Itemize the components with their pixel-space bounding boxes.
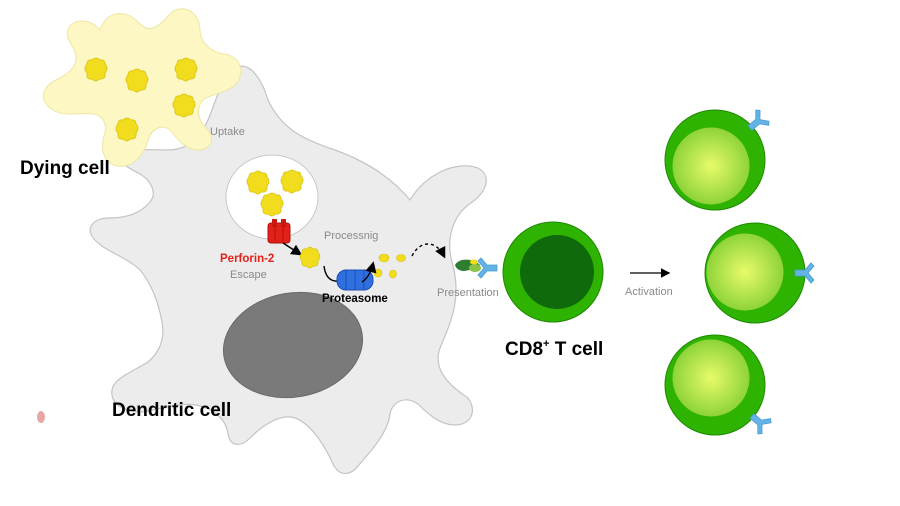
- antigen-particle: [174, 57, 198, 82]
- peptide-fragment: [396, 254, 406, 262]
- cd8-prefix: CD8: [505, 339, 543, 360]
- antigen-particle: [125, 68, 149, 93]
- antigen-particle: [260, 192, 284, 217]
- uptake-label: Uptake: [210, 126, 245, 138]
- dendritic-cell-nucleus: [222, 291, 364, 399]
- dendritic-cell-body: [89, 65, 487, 475]
- processing-label: Processnig: [324, 230, 378, 242]
- activation-label: Activation: [625, 286, 673, 298]
- perforin-2-label: Perforin-2: [220, 253, 274, 265]
- antigen-particle: [84, 57, 108, 82]
- antigen-particle: [246, 170, 270, 195]
- escape-arrow: [282, 242, 303, 256]
- debris-dot: [37, 411, 45, 423]
- cd8-t-cell-label: CD8+ T cell: [505, 338, 603, 360]
- activated-t-cell-nucleus: [672, 127, 750, 205]
- transport-arrow: [411, 243, 446, 259]
- activated-t-cell-nucleus: [672, 339, 750, 417]
- peptide-fragment: [373, 268, 383, 278]
- perforin-2-pore-icon: [267, 219, 291, 244]
- cd8-t-cell-nucleus: [520, 235, 594, 309]
- peptide-fragment: [389, 269, 397, 279]
- proteasome-icon: [336, 269, 374, 291]
- cd8-suffix: T cell: [549, 339, 603, 360]
- presentation-label: Presentation: [437, 287, 499, 299]
- peptide-fragment: [378, 253, 390, 263]
- antigen-particle: [115, 117, 139, 142]
- proteasome-label: Proteasome: [322, 293, 388, 305]
- cd8-superscript: +: [543, 338, 549, 350]
- dying-cell-label: Dying cell: [20, 158, 110, 179]
- antigen-particle: [172, 93, 196, 118]
- activated-t-cell-nucleus: [706, 233, 784, 311]
- dendritic-cell-label: Dendritic cell: [112, 400, 231, 421]
- mhc-class-i-icon: [455, 259, 481, 272]
- escape-label: Escape: [230, 269, 267, 281]
- antigen-particle: [280, 169, 304, 194]
- proteasome-exit-arrow: [361, 261, 377, 283]
- antigen-particle: [299, 246, 321, 269]
